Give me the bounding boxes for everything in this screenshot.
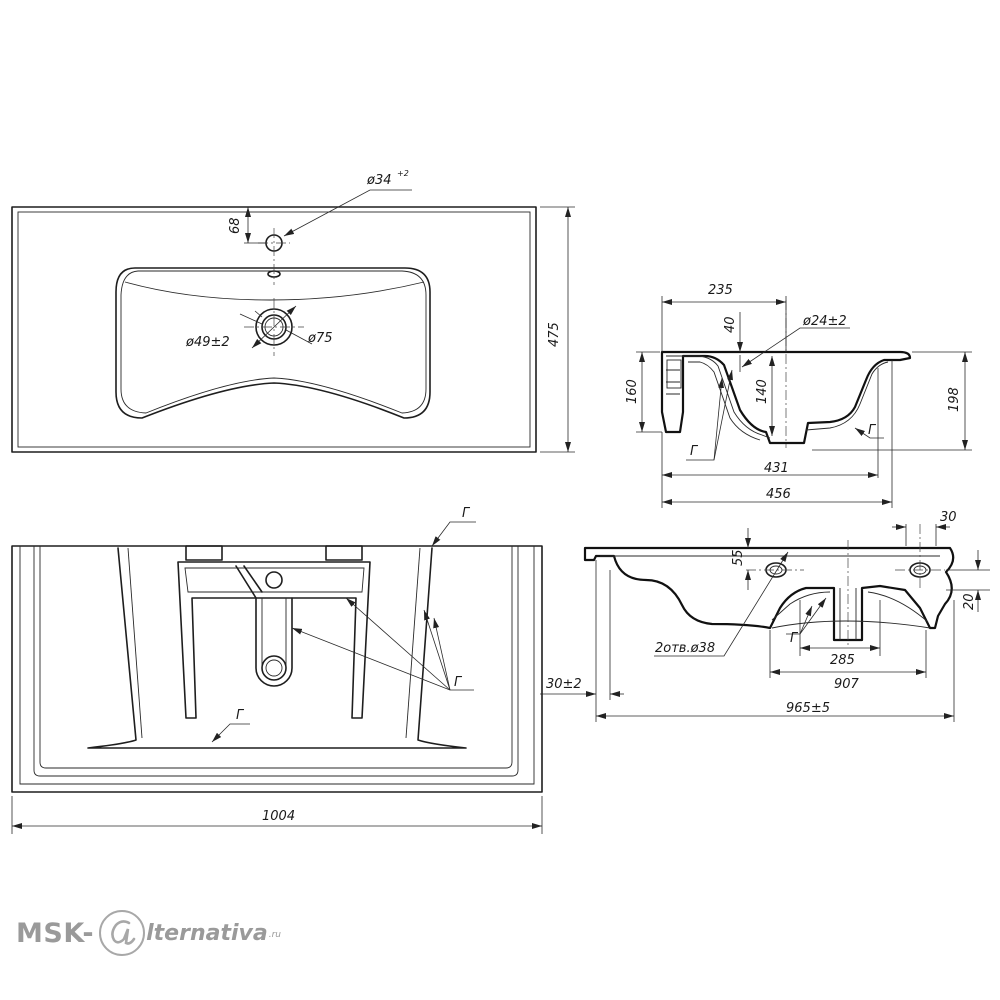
- dim-height-198: 198: [947, 387, 962, 412]
- dim-width-1004: 1004: [262, 809, 295, 824]
- dim-width-285: 285: [830, 653, 855, 668]
- dimension-labels: ø34 +2 68 ø49±2 ø75 475 235 40 ø24±2 160…: [185, 169, 977, 824]
- dim-height-160: 160: [625, 379, 640, 404]
- dim-side-55: 55: [731, 549, 746, 566]
- dim-drain-outer: ø75: [307, 331, 333, 346]
- dim-height-140: 140: [755, 379, 770, 404]
- plan-view: [11, 189, 575, 453]
- dim-width-431: 431: [764, 461, 789, 476]
- dim-drain-inner: ø49±2: [185, 335, 230, 350]
- dim-tap-hole-tol: +2: [397, 169, 409, 178]
- dim-tap-offset: 68: [228, 217, 243, 234]
- label-g-front-right: Г: [454, 675, 463, 690]
- dim-depth-total: 475: [547, 322, 562, 347]
- brand-text-2: lternativa: [146, 920, 268, 946]
- label-g-front-bottom: Г: [236, 708, 245, 723]
- brand-text-3: .ru: [268, 930, 281, 940]
- label-g-side-right: Г: [868, 423, 877, 438]
- dim-width-907: 907: [834, 677, 860, 692]
- dim-tap-hole: ø34: [366, 173, 392, 188]
- label-g-front-top: Г: [462, 506, 471, 521]
- brand-text-1: MSK-: [16, 917, 95, 949]
- rear-section-view: [540, 524, 990, 722]
- front-view: [11, 521, 543, 834]
- dim-drain-side: ø24±2: [802, 314, 847, 329]
- dim-side-20: 20: [962, 593, 977, 610]
- dim-width-456: 456: [766, 487, 791, 502]
- dim-width-965: 965±5: [786, 701, 830, 716]
- dim-wall-gap: 30±2: [546, 677, 582, 692]
- at-sign-icon: [99, 910, 146, 956]
- dim-width-top: 235: [708, 283, 733, 298]
- side-section-view: [636, 296, 972, 508]
- dim-edge-40: 40: [723, 316, 738, 333]
- dim-holes: 2отв.ø38: [655, 641, 715, 656]
- brand-logo: MSK- lternativa .ru: [16, 898, 281, 968]
- label-g-side-left: Г: [690, 444, 699, 459]
- label-g-rear: Г: [790, 631, 799, 646]
- dim-side-30: 30: [940, 510, 957, 525]
